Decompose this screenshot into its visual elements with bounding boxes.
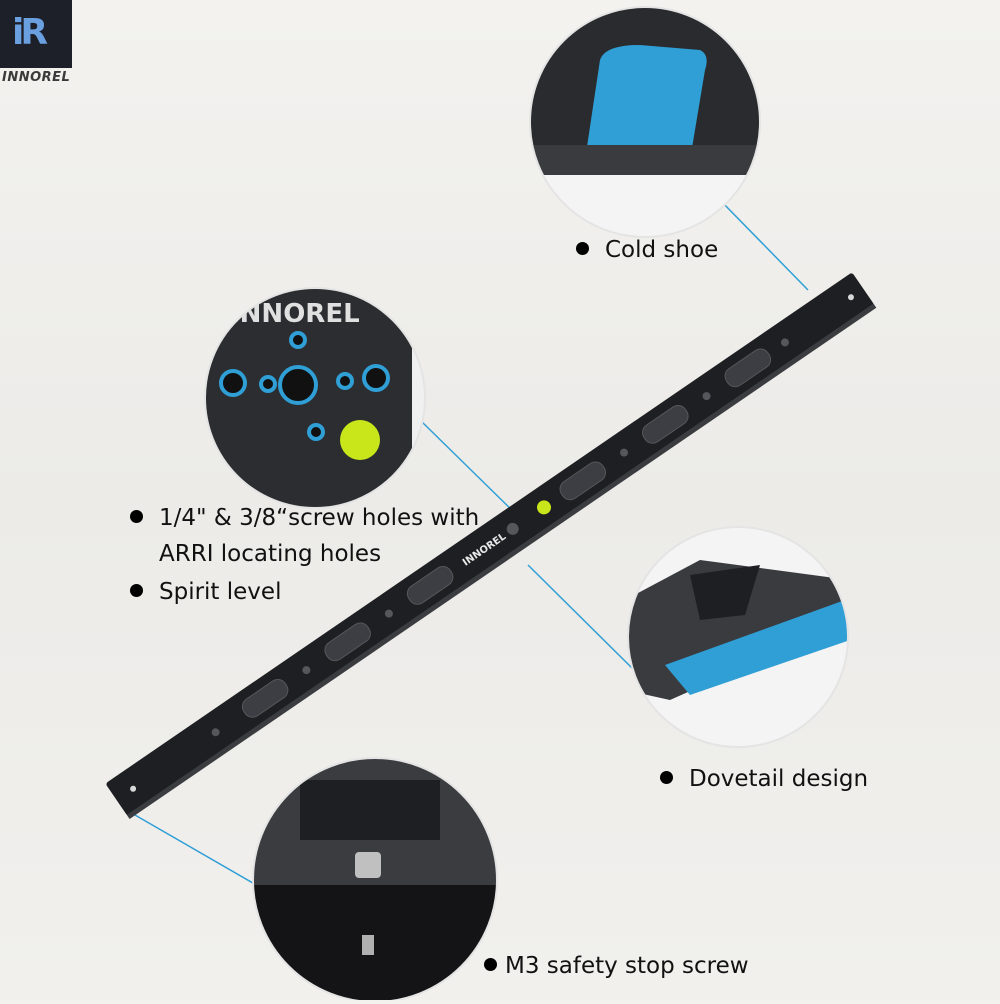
m3-screw-detail-circle	[252, 757, 498, 1003]
brand-logo: iR	[0, 0, 72, 68]
dovetail-detail-circle	[627, 526, 849, 748]
leader-lines	[134, 197, 809, 887]
logo-wordmark: INNOREL	[2, 70, 71, 85]
bullet-icon	[130, 584, 143, 597]
feature-label: Dovetail design	[689, 766, 869, 792]
feature-label: 1/4" & 3/8“screw holes with	[159, 505, 480, 531]
logo-mark: iR	[12, 12, 48, 53]
feature-label: Spirit level	[159, 579, 282, 605]
feature-m3-screw: M3 safety stop screw	[484, 950, 749, 982]
bullet-icon	[576, 242, 589, 255]
feature-label: Cold shoe	[605, 237, 719, 263]
feature-spirit-level: Spirit level	[130, 576, 281, 608]
feature-screw-holes-line2: ARRI locating holes	[159, 541, 382, 567]
feature-cold-shoe: Cold shoe	[576, 234, 718, 266]
detail-engraving: INNOREL	[230, 299, 360, 329]
feature-label: M3 safety stop screw	[505, 953, 749, 979]
feature-screw-holes: 1/4" & 3/8“screw holes with	[130, 502, 479, 534]
screw-holes-detail-circle: INNOREL	[204, 287, 426, 509]
bullet-icon	[130, 510, 143, 523]
feature-dovetail: Dovetail design	[660, 763, 868, 795]
cold-shoe-detail-circle	[529, 6, 761, 238]
dovetail-plate: INNOREL	[106, 273, 877, 820]
bullet-icon	[484, 958, 497, 971]
bullet-icon	[660, 771, 673, 784]
